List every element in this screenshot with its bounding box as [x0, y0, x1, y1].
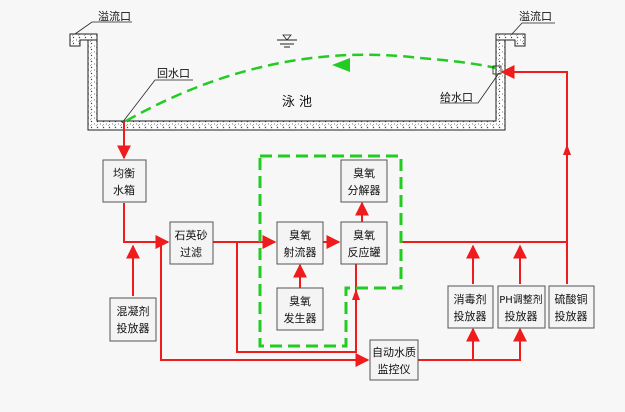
svg-text:消毒剂: 消毒剂	[454, 292, 487, 306]
overflow-left-leader	[74, 21, 132, 35]
pool-structure	[69, 33, 526, 131]
supply-inlet-leader	[440, 72, 500, 104]
overflow-right-leader	[511, 22, 555, 35]
pool-label: 泳 池	[282, 95, 312, 110]
svg-text:均衡: 均衡	[113, 167, 135, 180]
svg-text:硫酸铜: 硫酸铜	[555, 292, 588, 306]
disinfectant-dosing-box: 消毒剂 投放器	[447, 285, 494, 329]
svg-text:石英砂: 石英砂	[175, 228, 208, 242]
svg-text:反应罐: 反应罐	[348, 245, 381, 259]
svg-text:分解器: 分解器	[348, 183, 381, 197]
svg-text:臭氧: 臭氧	[289, 294, 311, 308]
coagulant-dosing-box: 混凝剂 投放器	[109, 297, 157, 342]
return-inlet-leader	[121, 79, 193, 124]
right-overflow-ledge	[495, 33, 526, 47]
left-overflow-ledge	[69, 33, 98, 47]
svg-text:臭氧: 臭氧	[353, 166, 375, 180]
ozone-ejector-box: 臭氧 射流器	[276, 221, 324, 265]
supply-inlet-label: 给水口	[440, 91, 473, 104]
pipe-network	[117, 65, 571, 367]
water-level-icon	[277, 34, 297, 48]
svg-text:水箱: 水箱	[113, 183, 135, 197]
balance-tank-box: 均衡 水箱	[102, 159, 147, 203]
quartz-sand-filter-box: 石英砂 过滤	[169, 221, 214, 265]
svg-text:监控仪: 监控仪	[378, 362, 411, 376]
svg-text:臭氧: 臭氧	[353, 228, 375, 242]
return-inlet-label: 回水口	[157, 67, 190, 80]
copper-sulfate-dosing-box: 硫酸铜 投放器	[548, 285, 595, 329]
svg-text:自动水质: 自动水质	[372, 346, 416, 359]
svg-text:投放器: 投放器	[505, 309, 538, 323]
ph-dosing-box: PH调整剂 投放器	[497, 285, 546, 329]
ozone-reactor-box: 臭氧 反应罐	[340, 221, 388, 265]
ozone-decomposer-box: 臭氧 分解器	[340, 159, 388, 203]
svg-text:投放器: 投放器	[555, 309, 588, 323]
auto-water-quality-monitor-box: 自动水质 监控仪	[369, 339, 419, 381]
svg-text:发生器: 发生器	[284, 311, 317, 325]
pool-circulation-arc	[125, 53, 497, 123]
svg-text:射流器: 射流器	[284, 245, 317, 259]
svg-text:过滤: 过滤	[180, 246, 202, 259]
ozone-treatment-zone	[258, 154, 403, 348]
svg-text:混凝剂: 混凝剂	[117, 304, 150, 318]
ozone-generator-box: 臭氧 发生器	[276, 287, 324, 331]
pool-circulation-arrowhead	[332, 58, 350, 72]
overflow-label-right: 溢流口	[519, 9, 552, 23]
overflow-label-left: 溢流口	[98, 9, 131, 23]
svg-text:臭氧: 臭氧	[289, 228, 311, 242]
svg-text:PH调整剂: PH调整剂	[499, 293, 543, 306]
svg-text:投放器: 投放器	[454, 309, 487, 323]
svg-text:投放器: 投放器	[117, 321, 150, 335]
